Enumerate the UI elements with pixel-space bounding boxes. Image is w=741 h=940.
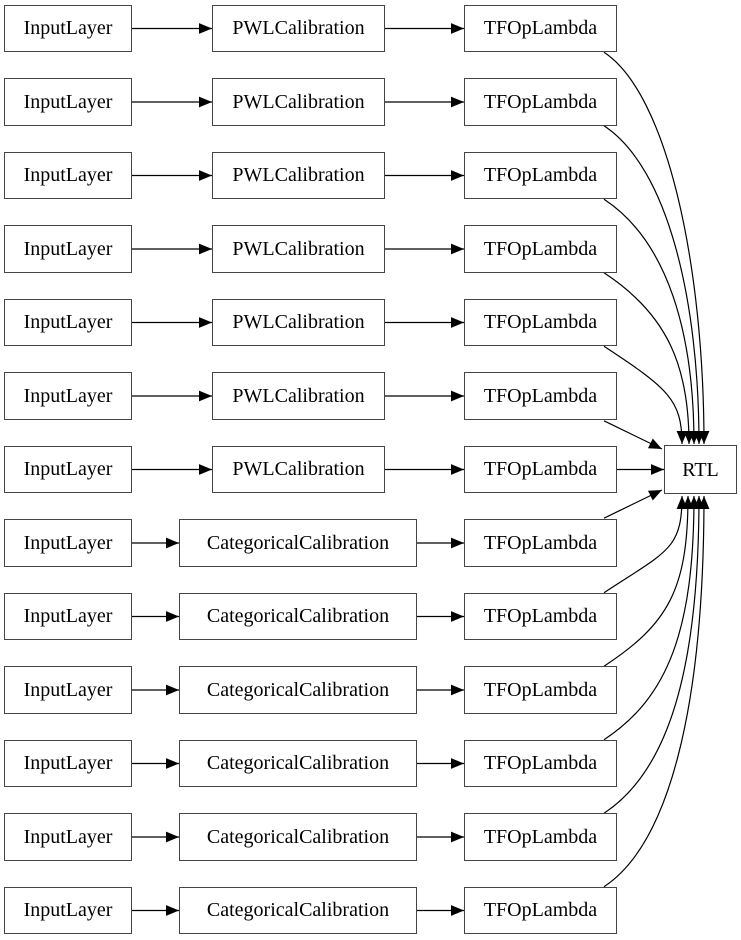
- tfop-lambda-node-3: TFOpLambda: [464, 151, 617, 200]
- edge-lambda-to-rtl-1: [603, 51, 710, 445]
- input-layer-node-11: InputLayer: [4, 739, 132, 788]
- edge-lambda-to-rtl-10: [603, 495, 694, 667]
- input-layer-node-2: InputLayer: [4, 78, 132, 126]
- input-layer-node-13: InputLayer: [4, 886, 132, 935]
- tfop-lambda-node-6: TFOpLambda: [464, 372, 617, 420]
- pwl-calibration-node-7: PWLCalibration: [212, 445, 385, 494]
- input-layer-node-7: InputLayer: [4, 445, 132, 494]
- edge-lambda-to-rtl-6: [603, 420, 663, 450]
- pwl-calibration-node-5: PWLCalibration: [212, 298, 385, 347]
- edges-group: [132, 23, 710, 916]
- edge-lambda-to-rtl-4: [603, 272, 695, 445]
- categorical-calibration-node-5: CategoricalCalibration: [179, 813, 417, 861]
- categorical-calibration-node-6: CategoricalCalibration: [179, 886, 417, 935]
- tfop-lambda-node-1: TFOpLambda: [464, 4, 617, 53]
- tfop-lambda-node-4: TFOpLambda: [464, 225, 617, 273]
- edge-lambda-to-rtl-11: [603, 495, 700, 741]
- edge-lambda-to-rtl-5: [603, 345, 688, 445]
- input-layer-node-8: InputLayer: [4, 519, 132, 567]
- tfop-lambda-node-5: TFOpLambda: [464, 298, 617, 347]
- input-layer-node-3: InputLayer: [4, 151, 132, 200]
- pwl-calibration-node-6: PWLCalibration: [212, 372, 385, 420]
- input-layer-node-10: InputLayer: [4, 666, 132, 714]
- input-layer-node-5: InputLayer: [4, 298, 132, 347]
- pwl-calibration-node-4: PWLCalibration: [212, 225, 385, 273]
- input-layer-node-12: InputLayer: [4, 813, 132, 861]
- pwl-calibration-node-2: PWLCalibration: [212, 78, 385, 126]
- input-layer-node-4: InputLayer: [4, 225, 132, 273]
- edge-lambda-to-rtl-13: [603, 495, 710, 888]
- edge-lambda-to-rtl-8: [603, 489, 663, 519]
- tfop-lambda-node-8: TFOpLambda: [464, 519, 617, 567]
- tfop-lambda-node-12: TFOpLambda: [464, 813, 617, 861]
- edge-lambda-to-rtl-3: [603, 198, 700, 445]
- rtl-node: RTL: [664, 445, 737, 494]
- categorical-calibration-node-2: CategoricalCalibration: [179, 592, 417, 641]
- input-layer-node-9: InputLayer: [4, 592, 132, 641]
- categorical-calibration-node-4: CategoricalCalibration: [179, 739, 417, 788]
- categorical-calibration-node-3: CategoricalCalibration: [179, 666, 417, 714]
- tfop-lambda-node-13: TFOpLambda: [464, 886, 617, 935]
- tfop-lambda-node-7: TFOpLambda: [464, 445, 617, 494]
- tfop-lambda-node-10: TFOpLambda: [464, 666, 617, 714]
- categorical-calibration-node-1: CategoricalCalibration: [179, 519, 417, 567]
- edge-lambda-to-rtl-9: [603, 495, 688, 594]
- tfop-lambda-node-9: TFOpLambda: [464, 592, 617, 641]
- pwl-calibration-node-1: PWLCalibration: [212, 4, 385, 53]
- edge-lambda-to-rtl-12: [603, 495, 705, 814]
- input-layer-node-1: InputLayer: [4, 4, 132, 53]
- input-layer-node-6: InputLayer: [4, 372, 132, 420]
- tfop-lambda-node-2: TFOpLambda: [464, 78, 617, 126]
- pwl-calibration-node-3: PWLCalibration: [212, 151, 385, 200]
- tfop-lambda-node-11: TFOpLambda: [464, 739, 617, 788]
- edge-lambda-to-rtl-2: [603, 125, 705, 445]
